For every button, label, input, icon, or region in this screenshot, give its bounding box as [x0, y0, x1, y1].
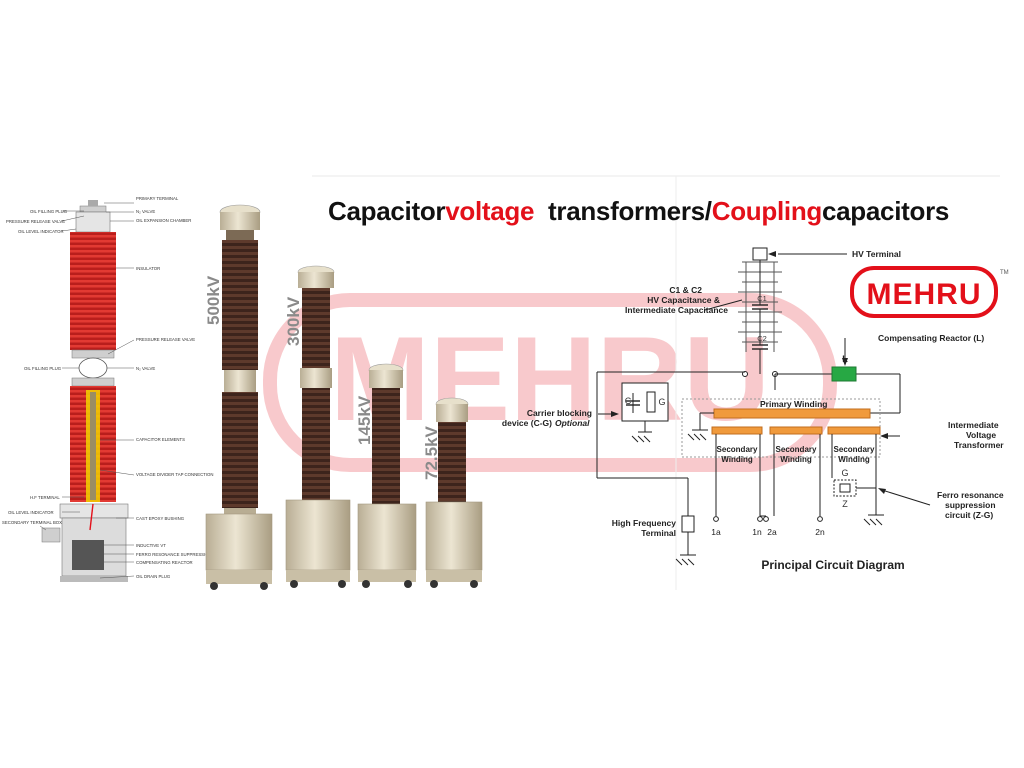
- circuit-diagram: [596, 247, 931, 566]
- logo-text: MEHRU: [867, 278, 982, 311]
- label-carrier-l1: Carrier blocking: [527, 408, 592, 418]
- label-compensating-reactor: COMPENSATING REACTOR: [136, 560, 193, 565]
- terminal-1n: 1n: [752, 527, 762, 537]
- rating-500kv: 500kV: [204, 275, 223, 325]
- title-part-3: transformers/: [534, 196, 712, 226]
- label-sec2-l1: Secondary: [776, 445, 817, 454]
- terminal-1a: 1a: [711, 527, 721, 537]
- label-oil-level-indicator-top: OIL LEVEL INDICATOR: [18, 229, 64, 234]
- label-ferro-l3: circuit (Z-G): [945, 510, 993, 520]
- label-ivt-l2: Voltage: [966, 430, 996, 440]
- label-ferro-l1: Ferro resonance: [937, 490, 1004, 500]
- label-sec2-l2: Winding: [780, 455, 812, 464]
- label-optional: Optional: [555, 418, 590, 428]
- label-c1: C1: [757, 294, 767, 303]
- rating-72-5kv: 72.5kV: [422, 425, 441, 480]
- label-oil-level-indicator-bottom: OIL LEVEL INDICATOR: [8, 510, 54, 515]
- title-part-4: Coupling: [711, 196, 823, 226]
- label-sec1-l2: Winding: [721, 455, 753, 464]
- terminal-2a: 2a: [767, 527, 777, 537]
- rating-145kv: 145kV: [355, 395, 374, 445]
- label-ferro-l2: suppression: [945, 500, 996, 510]
- cutaway-drawing: [41, 200, 129, 582]
- label-ferro-resonance: FERRO RESONANCE SUPPRESSION CIRCUIT: [136, 552, 231, 557]
- product-500kv: [205, 204, 273, 590]
- label-pressure-release-valve-mid: PRESSURE RELEASE VALVE: [136, 337, 195, 342]
- label-primary-terminal: PRIMARY TERMINAL: [136, 196, 179, 201]
- label-c2: C2: [757, 334, 767, 343]
- mehru-logo: MEHRU TM: [850, 266, 1009, 318]
- product-145kv: [357, 363, 417, 588]
- label-oil-expansion-chamber: OIL EXPANSION CHAMBER: [136, 218, 191, 223]
- label-oil-filling-plug-top: OIL FILLING PLUG: [30, 209, 68, 214]
- label-c1c2-l3: Intermediate Capacitance: [625, 305, 728, 315]
- label-oil-filling-plug-mid: OIL FILLING PLUG: [24, 366, 62, 371]
- label-hv-terminal: HV Terminal: [852, 249, 901, 259]
- label-sec3-l2: Winding: [838, 455, 870, 464]
- label-ivt-l1: Intermediate: [948, 420, 999, 430]
- label-hf-terminal: H.F TERMINAL: [30, 495, 60, 500]
- label-hf-l2: Terminal: [641, 528, 676, 538]
- label-c1c2-l1: C1 & C2: [669, 285, 702, 295]
- title-part-5: capacitors: [821, 196, 950, 226]
- label-c: C: [625, 396, 632, 406]
- product-72-5kv: [425, 397, 483, 588]
- label-sec1-l1: Secondary: [717, 445, 758, 454]
- label-inductive-vt: INDUCTIVE VT: [136, 543, 166, 548]
- label-primary-winding: Primary Winding: [760, 399, 827, 409]
- label-n2-valve-mid: N₂ VALVE: [136, 366, 155, 371]
- logo-tm: TM: [1000, 270, 1009, 276]
- circuit-caption: Principal Circuit Diagram: [761, 558, 904, 572]
- label-hf-l1: High Frequency: [612, 518, 677, 528]
- label-carrier-l2: device (C-G): [502, 418, 552, 428]
- rating-300kv: 300kV: [284, 296, 303, 346]
- label-fz: Z: [842, 499, 848, 509]
- upper-insulator: [70, 232, 116, 350]
- product-300kv: [285, 265, 351, 588]
- label-compensating-reactor: Compensating Reactor (L): [878, 333, 984, 343]
- cutaway-labels: OIL FILLING PLUG PRESSURE RELEASE VALVE …: [2, 196, 231, 579]
- watermark: MEHRU: [263, 293, 837, 472]
- product-ratings: 500kV 300kV 145kV 72.5kV: [204, 275, 441, 480]
- terminal-2n: 2n: [815, 527, 825, 537]
- cutaway-leaders: [39, 202, 135, 579]
- label-n2-valve-top: N₂ VALVE: [136, 209, 155, 214]
- label-ivt-l3: Transformer: [954, 440, 1004, 450]
- label-oil-drain-plug: OIL DRAIN PLUG: [136, 574, 171, 579]
- label-pressure-release-valve-top: PRESSURE RELEASE VALVE: [6, 219, 65, 224]
- title-part-2: voltage: [445, 196, 535, 226]
- label-c1c2-l2: HV Capacitance &: [647, 295, 720, 305]
- label-g: G: [658, 397, 665, 407]
- label-voltage-divider-tap: VOLTAGE DIVIDER TAP CONNECTION: [136, 472, 213, 477]
- label-insulator: INSULATOR: [136, 266, 160, 271]
- page-title: Capacitorvoltage transformers/Couplingca…: [328, 196, 949, 227]
- label-capacitor-elements: CAPACITOR ELEMENTS: [136, 437, 185, 442]
- label-cast-epoxy-bushing: CAST EPOXY BUSHING: [136, 516, 185, 521]
- watermark-text: MEHRU: [330, 312, 770, 446]
- label-secondary-terminal-box: SECONDARY TERMINAL BOX: [2, 520, 62, 525]
- label-sec3-l1: Secondary: [834, 445, 875, 454]
- label-l: L: [842, 354, 848, 364]
- title-part-1: Capacitor: [328, 196, 446, 226]
- label-fg: G: [841, 468, 848, 478]
